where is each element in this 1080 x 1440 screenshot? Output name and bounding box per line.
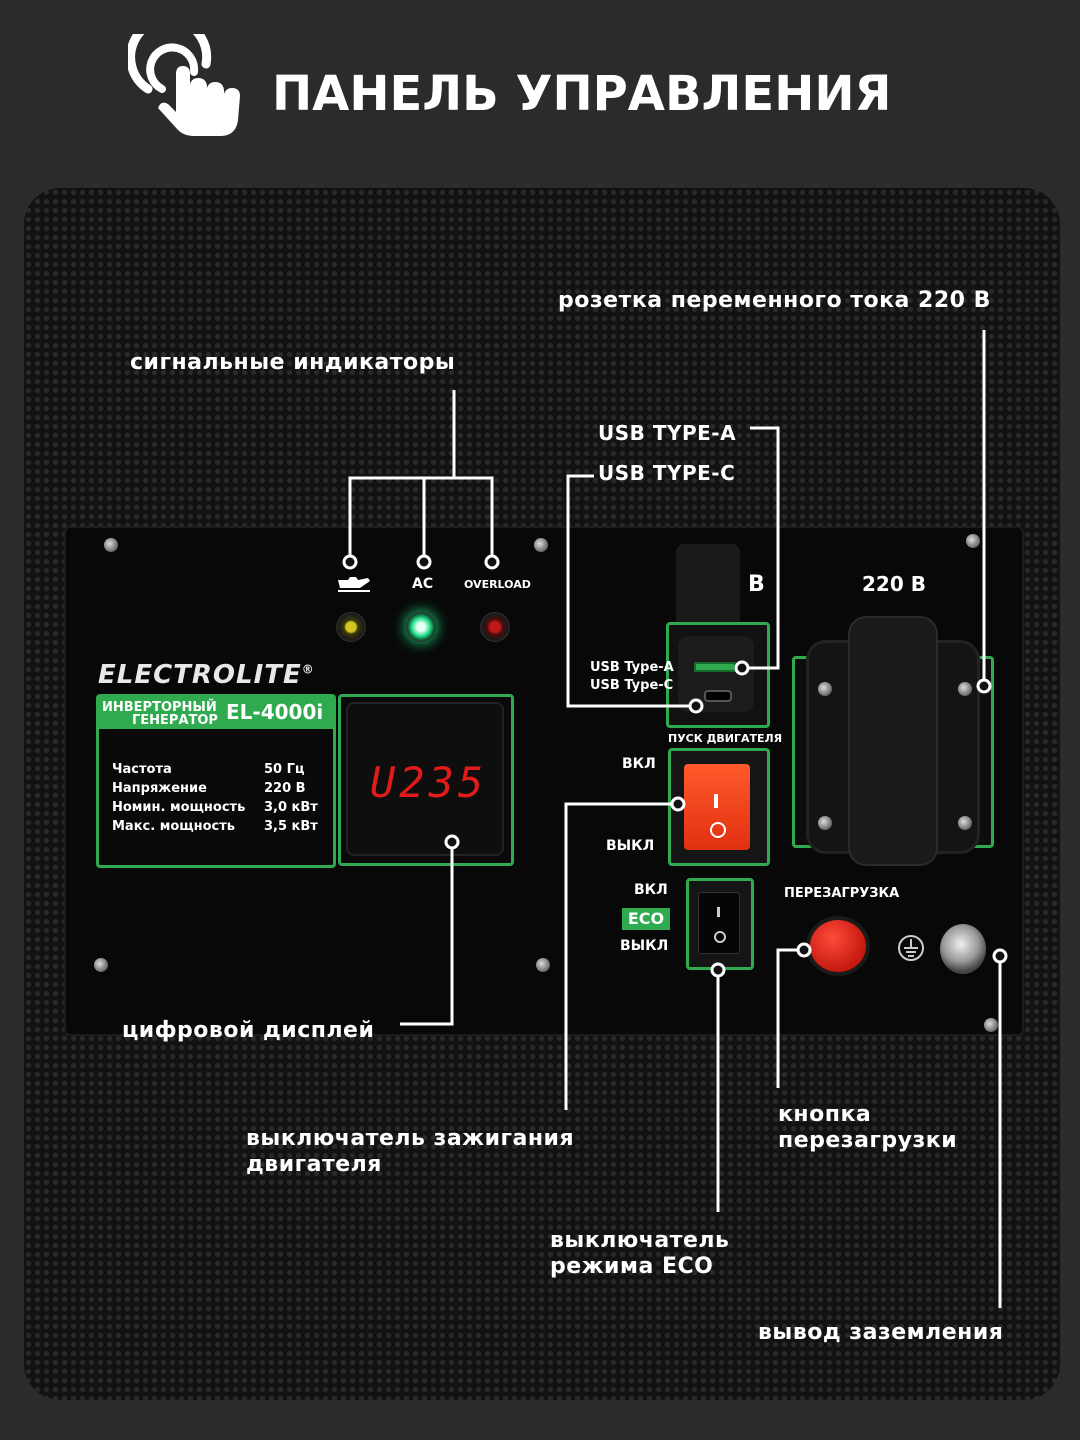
touch-hand-icon [128,34,240,136]
eco-off-label: ВЫКЛ [620,938,669,954]
outlet-cover[interactable] [848,616,938,866]
spec-value: 3,0 кВт [264,800,318,815]
generator-type-line2: ГЕНЕРАТОР [132,713,218,728]
usb-c-label: USB Type-C [590,678,674,693]
generator-type-line1: ИНВЕРТОРНЫЙ [102,700,217,715]
usb-c-port[interactable] [704,690,732,702]
reset-label: ПЕРЕЗАГРУЗКА [784,886,900,901]
usb-section-label-tail: B [748,572,765,597]
screw-icon [536,958,550,972]
overload-led [480,612,510,642]
oil-can-icon [338,577,370,592]
eco-on-label: ВКЛ [634,882,668,898]
screw-icon [818,682,832,696]
callout-reset-line2: перезагрузки [778,1128,958,1153]
page-title: ПАНЕЛЬ УПРАВЛЕНИЯ [272,66,892,122]
ac-indicator-label: AC [412,576,434,592]
oil-led [336,612,366,642]
screw-icon [818,816,832,830]
eco-on-mark [717,907,720,917]
callout-eco-line1: выключатель [550,1228,730,1253]
screw-icon [104,538,118,552]
callout-indicators: сигнальные индикаторы [130,350,456,375]
ground-terminal[interactable] [940,924,986,974]
brand-logo: ELECTROLITE® [98,660,315,690]
outlet-voltage-label: 220 B [862,572,926,596]
spec-value: 220 В [264,781,306,796]
callout-usb-c: USB TYPE-C [598,461,736,485]
display-readout: U235 [370,758,488,807]
spec-name: Номин. мощность [112,800,246,815]
eco-rocker-switch[interactable] [698,892,740,954]
screw-icon [966,534,980,548]
callout-reset-line1: кнопка [778,1102,872,1127]
eco-badge: ECO [622,908,670,930]
model-name: EL-4000i [226,700,324,724]
reset-button[interactable] [810,920,866,972]
engine-start-label: ПУСК ДВИГАТЕЛЯ [668,732,783,745]
spec-name: Макс. мощность [112,819,236,834]
ignition-on-label: ВКЛ [622,756,656,772]
eco-off-mark [714,931,726,943]
ignition-off-label: ВЫКЛ [606,838,655,854]
callout-display: цифровой дисплей [122,1018,375,1043]
screw-icon [958,682,972,696]
usb-a-port[interactable] [694,662,736,672]
callout-usb-a: USB TYPE-A [598,421,737,445]
spec-name: Напряжение [112,781,207,796]
callout-ignition-line2: двигателя [246,1152,382,1177]
rocker-off-mark [710,822,726,838]
spec-name: Частота [112,762,172,777]
callout-eco-line2: режима ECO [550,1254,714,1279]
rocker-on-mark [714,794,718,808]
usb-cover[interactable] [676,544,740,634]
overload-indicator-label: OVERLOAD [464,578,531,591]
digital-display [346,702,504,856]
callout-ground: вывод заземления [758,1320,1004,1345]
screw-icon [958,816,972,830]
spec-value: 50 Гц [264,762,305,777]
screw-icon [534,538,548,552]
callout-ignition-line1: выключатель зажигания [246,1126,575,1151]
spec-label-header [99,697,333,729]
ignition-rocker-switch[interactable] [684,764,750,850]
screw-icon [984,1018,998,1032]
ground-symbol-icon [898,935,924,961]
usb-a-label: USB Type-A [590,660,674,675]
spec-value: 3,5 кВт [264,819,318,834]
ac-led [406,612,436,642]
screw-icon [94,958,108,972]
callout-outlet: розетка переменного тока 220 В [558,288,991,313]
